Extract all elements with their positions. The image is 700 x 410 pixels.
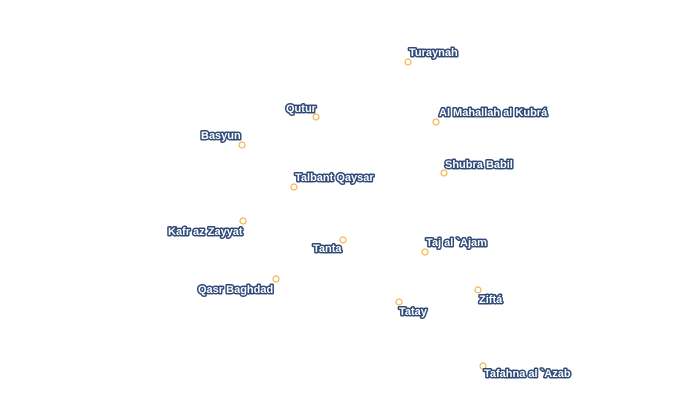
place-marker[interactable] [421,248,429,256]
place-label: Al Mahallah al Kubrá [439,107,548,119]
place-marker[interactable] [474,286,482,294]
place-marker[interactable] [312,113,320,121]
place-marker[interactable] [290,183,298,191]
place-tanta[interactable]: Tanta [312,236,347,257]
place-zifta[interactable]: Ziftá [474,286,505,308]
place-label: Basyun [201,130,241,142]
place-marker[interactable] [339,236,347,244]
place-label: Ziftá [479,294,503,306]
place-shubra-babil[interactable]: Shubra Babil [440,158,514,177]
place-label: Tafahna al `Azab [484,368,571,380]
place-label: Taj al `Ajam [426,237,487,249]
place-marker[interactable] [239,217,247,225]
place-marker[interactable] [432,118,440,126]
place-talbant-qaysar[interactable]: Talbant Qaysar [290,171,376,191]
place-qutur[interactable]: Qutur [285,102,320,121]
place-marker[interactable] [395,298,403,306]
place-label: Qutur [286,103,317,115]
place-label: Qasr Baghdad [198,284,273,296]
place-tatay[interactable]: Tatay [395,298,429,320]
place-marker[interactable] [272,275,280,283]
place-label: Tatay [399,306,428,318]
place-label: Shubra Babil [445,159,513,171]
place-label: Turaynah [409,47,458,59]
place-kafr-az-zayyat[interactable]: Kafr az Zayyat [167,217,247,240]
place-label: Kafr az Zayyat [168,226,243,238]
place-taj-al-ajam[interactable]: Taj al `Ajam [421,236,489,256]
place-turaynah[interactable]: Turaynah [404,46,459,66]
place-tafahna-al-azab[interactable]: Tafahna al `Azab [479,362,572,382]
place-basyun[interactable]: Basyun [200,129,246,149]
place-al-mahallah-al-kubra[interactable]: Al Mahallah al Kubrá [432,106,550,126]
place-marker[interactable] [404,58,412,66]
place-marker[interactable] [440,169,448,177]
place-qasr-baghdad[interactable]: Qasr Baghdad [197,275,280,298]
place-marker[interactable] [479,362,487,370]
place-marker[interactable] [238,141,246,149]
place-label: Talbant Qaysar [295,172,374,184]
place-label: Tanta [313,243,342,255]
